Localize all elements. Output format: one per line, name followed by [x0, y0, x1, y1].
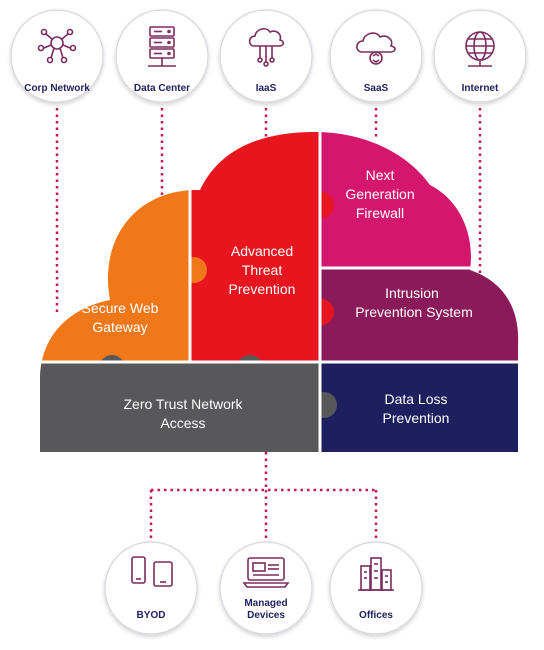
swg-label-2: Gateway	[92, 319, 147, 335]
tab-ztna-dlp	[311, 392, 337, 418]
node-offices: Offices	[329, 541, 423, 635]
globe-icon	[465, 31, 495, 67]
segment-data-loss-prevention	[320, 362, 519, 452]
server-rack-icon	[148, 26, 176, 67]
tab-swg-atp	[181, 257, 207, 283]
corp-network-label: Corp Network	[24, 83, 90, 94]
segment-advanced-threat-prevention	[190, 132, 320, 362]
tab-ips-dlp	[401, 332, 427, 358]
top-connectors	[55, 108, 482, 312]
managed-devices-label-1: Managed	[244, 598, 287, 609]
node-internet: Internet	[433, 9, 527, 103]
offices-label: Offices	[359, 610, 393, 621]
swg-label-1: Secure Web	[82, 300, 159, 316]
bottom-connectors	[149, 452, 378, 540]
data-center-label: Data Center	[134, 83, 190, 94]
node-data-center: Data Center	[115, 9, 209, 103]
cloud-sync-icon	[356, 32, 396, 65]
tab-ngfw-ips	[370, 237, 396, 263]
ips-label-1: Intrusion	[385, 285, 439, 301]
dlp-label-2: Prevention	[383, 410, 450, 426]
cloud-circuit-icon	[248, 27, 285, 67]
node-managed-devices: Managed Devices	[219, 541, 313, 635]
ngfw-label-3: Firewall	[356, 205, 404, 221]
segment-zero-trust-network-access	[40, 362, 320, 452]
mobile-tablet-icon	[131, 556, 173, 587]
atp-label-1: Advanced	[231, 243, 293, 259]
atp-label-2: Threat	[242, 262, 283, 278]
byod-label: BYOD	[137, 610, 166, 621]
top-nodes: Corp Network Data Center IaaS	[10, 9, 527, 103]
segment-labels: Secure Web Gateway Advanced Threat Preve…	[82, 167, 473, 431]
node-saas: SaaS	[329, 9, 423, 103]
dlp-label-1: Data Loss	[384, 391, 447, 407]
tab-ztna-atp	[237, 355, 263, 381]
atp-label-3: Prevention	[229, 281, 296, 297]
managed-devices-label-2: Devices	[247, 610, 285, 621]
ztna-label-1: Zero Trust Network	[123, 396, 243, 412]
node-byod: BYOD	[104, 541, 198, 635]
tab-ztna-swg	[99, 355, 125, 381]
node-corp-network: Corp Network	[10, 9, 104, 103]
bottom-nodes: BYOD Managed Devices	[104, 541, 423, 635]
iaas-label: IaaS	[256, 83, 277, 94]
node-iaas: IaaS	[219, 9, 313, 103]
ips-label-2: Prevention System	[355, 304, 473, 320]
buildings-icon	[358, 557, 394, 591]
internet-label: Internet	[462, 83, 499, 94]
ngfw-label-2: Generation	[345, 186, 414, 202]
ngfw-label-1: Next	[366, 167, 395, 183]
ztna-label-2: Access	[160, 415, 205, 431]
laptop-icon	[242, 557, 290, 588]
network-hub-icon	[37, 28, 77, 64]
saas-label: SaaS	[364, 83, 389, 94]
